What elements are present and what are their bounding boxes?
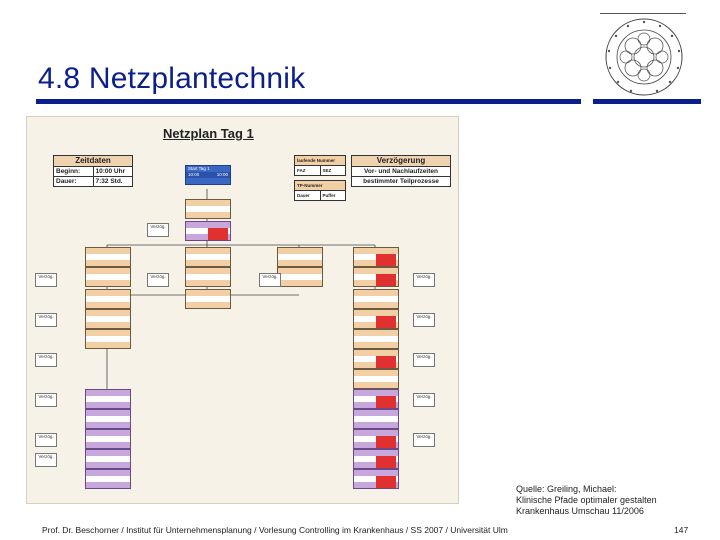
plan-node — [353, 429, 399, 449]
begin-value: 10:00 Uhr — [92, 167, 133, 176]
start-node-faz: 10:00 — [188, 172, 200, 177]
plan-node — [185, 199, 231, 219]
zeitdaten-header: Zeitdaten — [53, 155, 133, 167]
slide-footer: Prof. Dr. Beschorner / Institut für Unte… — [42, 525, 508, 535]
delay-tag: Verzög. — [413, 433, 435, 447]
plan-node — [85, 329, 131, 349]
plan-node — [85, 247, 131, 267]
title-underline — [36, 99, 581, 104]
plan-node — [85, 389, 131, 409]
plan-node — [353, 389, 399, 409]
delay-tag: Verzög. — [259, 273, 281, 287]
plan-node — [85, 429, 131, 449]
plan-node — [353, 247, 399, 267]
node-legend: laufende Nummer FAZ SEZ TP-Nummer Dauer … — [294, 155, 346, 201]
network-plan-figure: Netzplan Tag 1 Zeitdaten Beginn: 10:00 U… — [26, 116, 459, 504]
start-node-label: Start Tag 1 — [188, 166, 210, 171]
network-plan-title: Netzplan Tag 1 — [163, 126, 254, 141]
delay-tag: Verzög. — [413, 273, 435, 287]
plan-node — [353, 369, 399, 389]
delay-tag: Verzög. — [413, 313, 435, 327]
delay-tag: Verzög. — [35, 453, 57, 467]
duration-label: Dauer: — [56, 178, 77, 185]
plan-node — [185, 267, 231, 287]
plan-node — [85, 449, 131, 469]
page-number: 147 — [674, 525, 689, 535]
delay-tag: Verzög. — [413, 393, 435, 407]
source-line-2: Klinische Pfade optimaler gestalten — [516, 495, 657, 505]
plan-node — [85, 289, 131, 309]
verzoegerung-line2: bestimmter Teilprozesse — [363, 178, 439, 185]
delay-tag: Verzög. — [147, 223, 169, 237]
verzoegerung-header: Verzögerung — [351, 155, 451, 167]
delay-tag: Verzög. — [35, 393, 57, 407]
plan-node — [277, 267, 323, 287]
plan-node — [85, 267, 131, 287]
plan-node — [85, 309, 131, 329]
zeitdaten-duration-row: Dauer: 7:32 Std. — [53, 177, 133, 187]
verzoegerung-line1: Vor- und Nachlaufzeiten — [364, 168, 438, 175]
plan-node — [353, 349, 399, 369]
delay-tag: Verzög. — [35, 433, 57, 447]
delay-tag: Verzög. — [35, 313, 57, 327]
zeitdaten-box: Zeitdaten Beginn: 10:00 Uhr Dauer: 7:32 … — [53, 155, 133, 187]
plan-node — [353, 329, 399, 349]
legend-buffer: Puffer — [319, 191, 346, 200]
plan-node — [277, 247, 323, 267]
plan-node — [353, 469, 399, 489]
begin-label: Beginn: — [56, 168, 81, 175]
zeitdaten-begin-row: Beginn: 10:00 Uhr — [53, 167, 133, 177]
plan-node — [185, 221, 231, 241]
source-line-3: Krankenhaus Umschau 11/2006 — [516, 506, 644, 516]
legend-number: laufende Nummer — [297, 158, 336, 163]
delay-tag: Verzög. — [35, 273, 57, 287]
university-seal-icon — [605, 18, 683, 96]
plan-node — [353, 309, 399, 329]
plan-node — [85, 409, 131, 429]
start-node: Start Tag 1 10:00 10:00 — [185, 165, 231, 185]
title-underline-right — [593, 99, 701, 104]
start-node-sez: 10:00 — [216, 172, 228, 177]
legend-tp-number: TP-Nummer — [297, 183, 323, 188]
plan-node — [353, 289, 399, 309]
verzoegerung-box: Verzögerung Vor- und Nachlaufzeiten best… — [351, 155, 451, 187]
plan-node — [353, 409, 399, 429]
plan-node — [185, 289, 231, 309]
plan-node — [185, 247, 231, 267]
plan-node — [353, 449, 399, 469]
source-citation: Quelle: Greiling, Michael: Klinische Pfa… — [516, 484, 657, 517]
source-line-1: Quelle: Greiling, Michael: — [516, 484, 617, 494]
plan-node — [353, 267, 399, 287]
delay-tag: Verzög. — [35, 353, 57, 367]
slide-title: 4.8 Netzplantechnik — [38, 62, 306, 95]
duration-value: 7:32 Std. — [92, 177, 133, 186]
legend-faz: FAZ — [297, 168, 306, 173]
legend-duration: Dauer — [297, 193, 310, 198]
header-top-rule — [600, 13, 686, 14]
plan-node — [85, 469, 131, 489]
delay-tag: Verzög. — [147, 273, 169, 287]
legend-sez: SEZ — [319, 166, 346, 175]
delay-tag: Verzög. — [413, 353, 435, 367]
